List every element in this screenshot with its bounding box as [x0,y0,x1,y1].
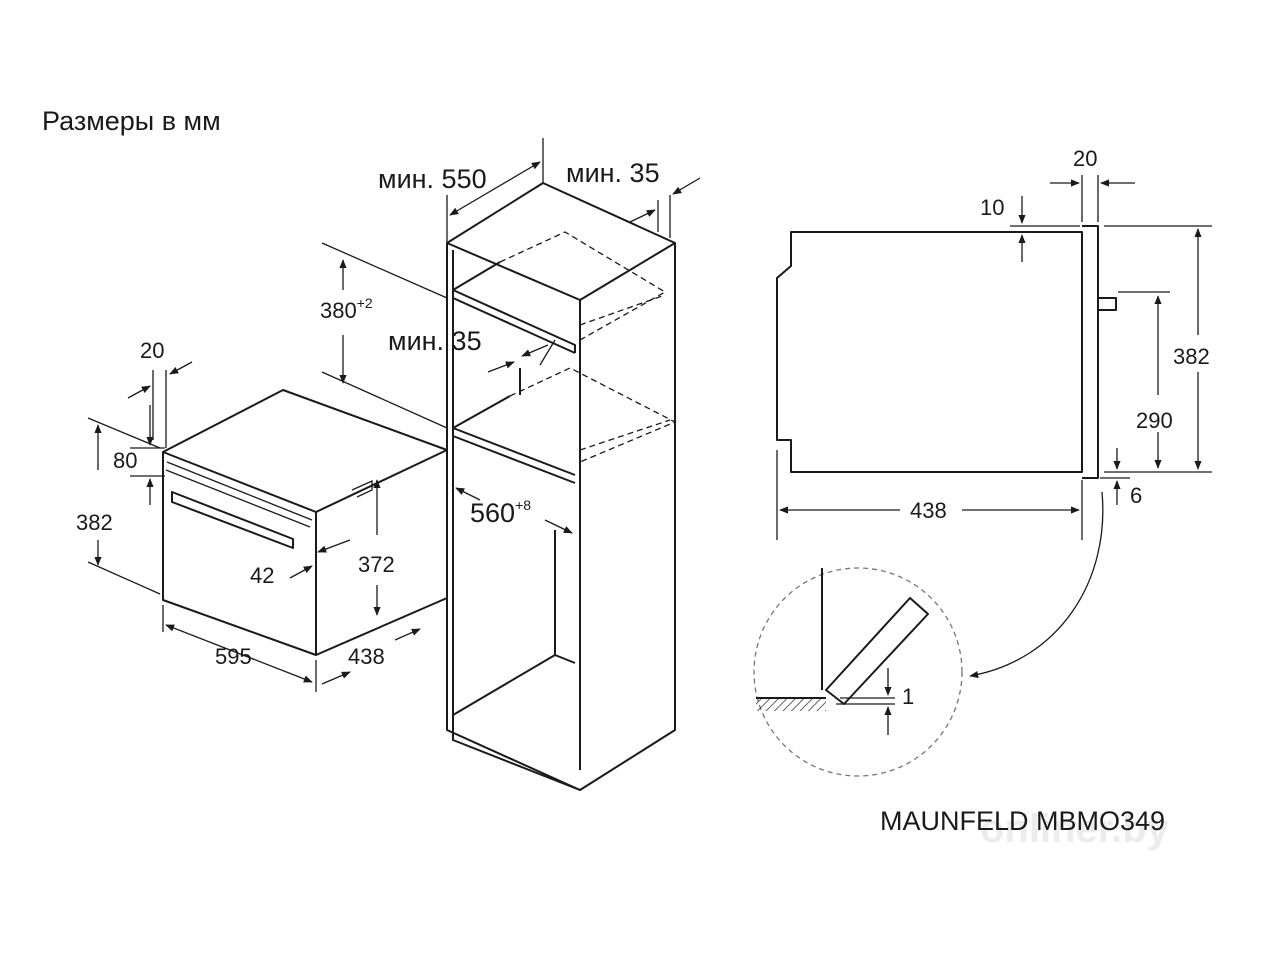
label-oven-inner-height: 372 [358,552,395,577]
label-detail-gap: 1 [902,684,914,709]
oven-drawing [162,389,448,656]
dim-oven-width: 595 [162,605,317,692]
label-cabinet-min-depth: мин. 550 [378,164,487,194]
label-cabinet-min-vent: мин. 35 [388,326,482,356]
watermark: onliner.by [980,807,1170,851]
label-oven-width: 595 [215,644,252,669]
dim-cabinet-min-depth: мин. 550 [378,138,544,243]
model-caption: MAUNFELD MBMO349 [880,806,1165,836]
label-oven-height: 382 [76,510,113,535]
dim-oven-height: 382 [76,417,161,595]
dim-side-height: 382 [1104,225,1212,473]
label-side-front-thickness: 20 [1073,146,1097,171]
label-side-height: 382 [1173,344,1210,369]
label-oven-handle-offset: 42 [250,563,274,588]
dim-cabinet-niche-width: 560+8 [455,487,573,534]
label-cabinet-niche-width: 560+8 [470,497,531,528]
dim-cabinet-min-vent: мин. 35 [388,326,549,373]
dim-oven-depth-gap: 20 [127,338,193,448]
side-view-drawing [776,225,1117,479]
label-oven-depth: 438 [348,644,385,669]
label-oven-depth-gap: 20 [140,338,164,363]
detail-view: 1 [753,491,1104,777]
dim-oven-panel-height: 80 [113,405,165,505]
label-cabinet-min-rear-gap: мин. 35 [566,158,660,188]
dim-oven-handle-offset: 42 [250,539,351,588]
label-side-depth: 438 [910,498,947,523]
dim-side-front-thickness: 20 [1050,146,1135,222]
dim-cabinet-min-rear-gap: мин. 35 [566,158,701,238]
dim-cabinet-niche-height: 380+2 [320,242,448,429]
dim-side-handle-height: 290 [1118,291,1173,469]
dim-side-depth: 438 [776,450,1083,540]
label-oven-panel-height: 80 [113,448,137,473]
page-title: Размеры в мм [42,106,221,136]
label-cabinet-niche-height: 380+2 [320,295,373,323]
dim-oven-inner-height: 372 [358,479,395,616]
dim-side-bottom-offset: 6 [1100,448,1142,508]
cabinet-drawing [446,182,677,791]
label-side-bottom-offset: 6 [1130,483,1142,508]
label-side-handle-height: 290 [1136,408,1173,433]
label-side-top-offset: 10 [980,195,1004,220]
dim-side-top-offset: 10 [980,195,1080,262]
